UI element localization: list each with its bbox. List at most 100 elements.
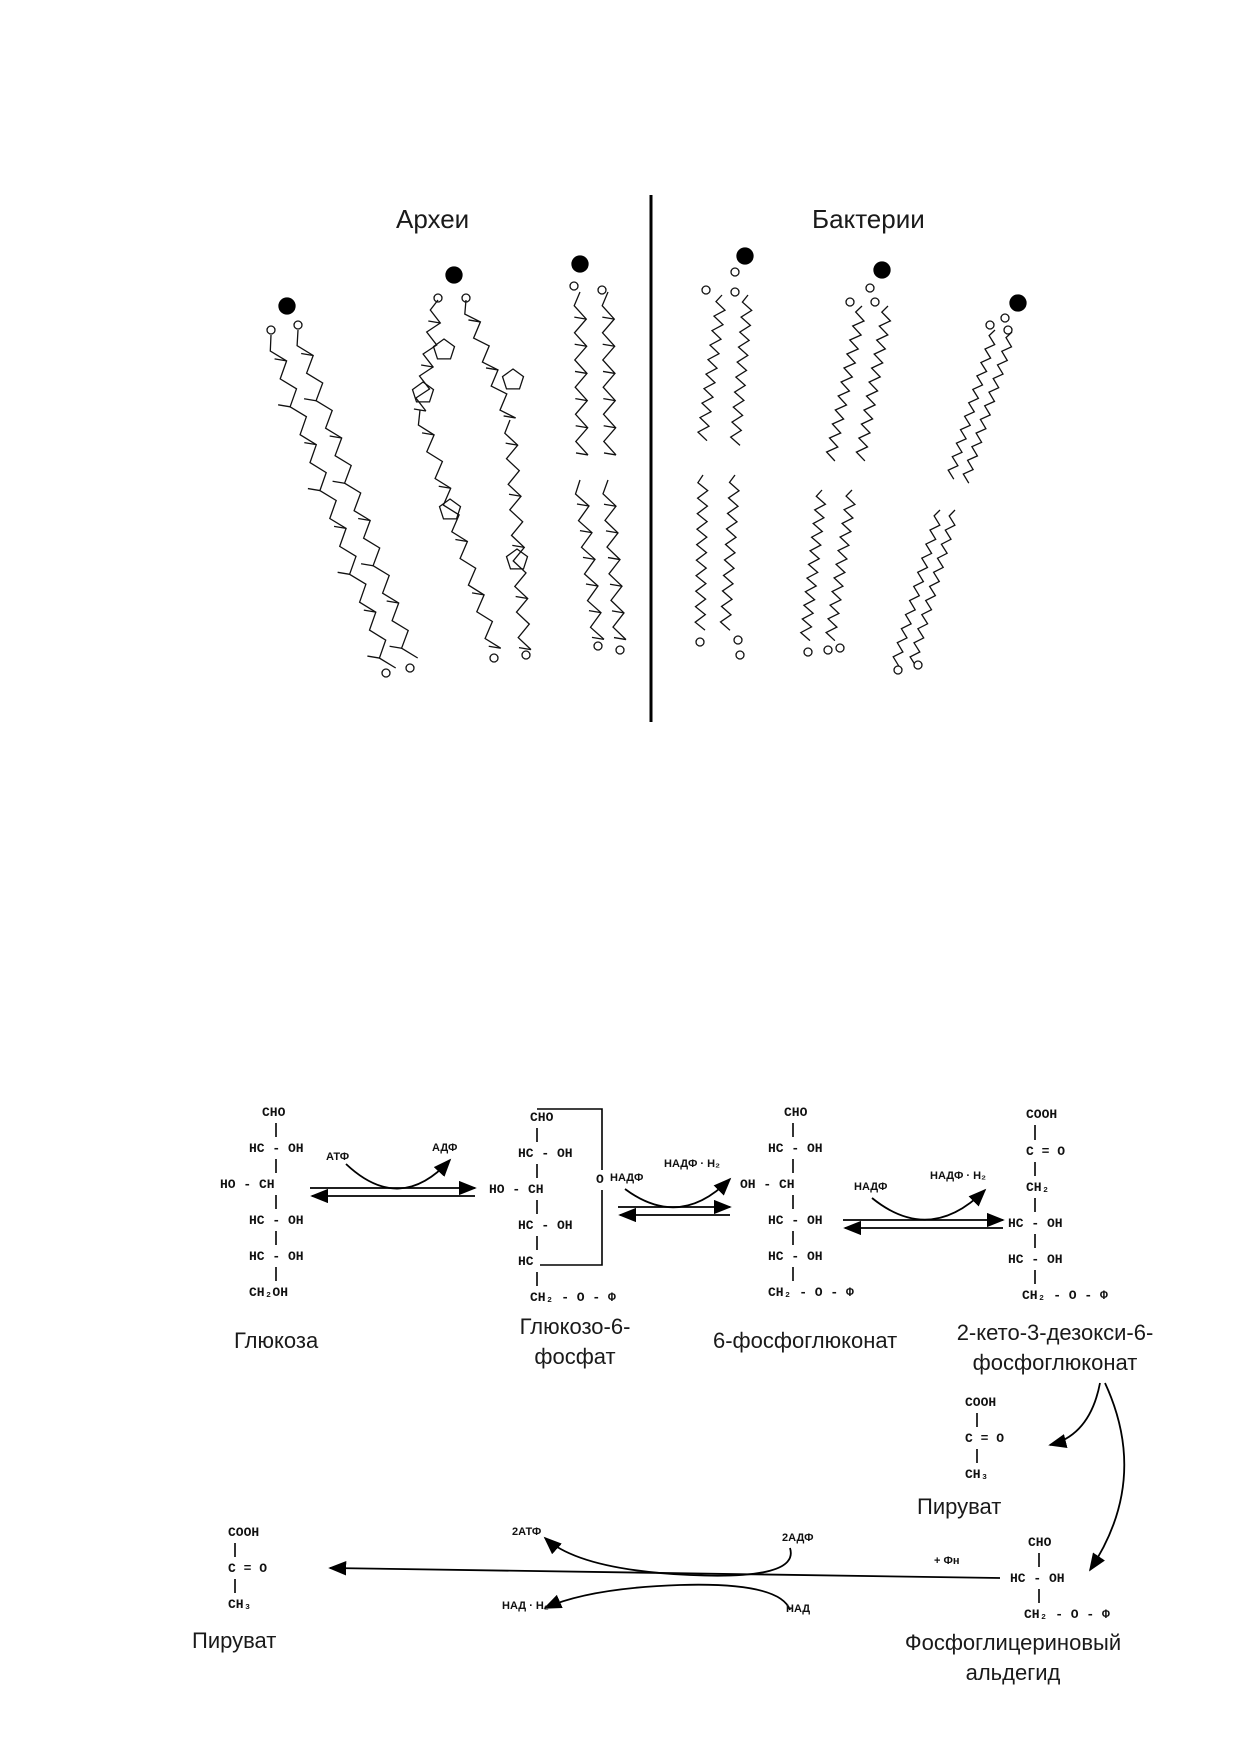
pyruvate1-line-3: CH₃: [965, 1467, 989, 1482]
archaea-lipid-3-chain-c-methyl: [591, 636, 605, 640]
g6p-line-5: HC: [518, 1254, 534, 1269]
kdpg-line-5: HC - OH: [1008, 1252, 1063, 1267]
archaea-lipid-3-o2: [597, 285, 607, 295]
bacteria-lipid-2-o3: [870, 297, 880, 307]
reaction-1-arrows: [310, 1158, 477, 1204]
bacteria-lipid-3-o1: [1000, 313, 1010, 323]
archaea-lipid-2-o1: [433, 293, 443, 303]
pg6-line-6: CH₂ - O - Ф: [768, 1285, 854, 1300]
pyruvate2-name: Пируват: [192, 1628, 277, 1653]
archaea-lipid-1-chain-b-methyl: [360, 563, 374, 567]
archaea-lipid-3-chain-b-methyl: [602, 370, 616, 375]
atp-arrow: [543, 1536, 792, 1577]
archaea-lipid-3-chain-b-methyl: [603, 452, 617, 456]
archaea-lipid-1-chain-b-methyl: [301, 352, 314, 357]
bacteria-lipid-1-chain-c: [694, 474, 709, 631]
pyruvate1-name: Пируват: [917, 1494, 1002, 1519]
archaea-lipid-3-chain-c: [574, 479, 605, 640]
archaea-lipid-1-chain-a-methyl: [304, 442, 317, 446]
archaea-lipid-2-chain-b-methyl: [503, 415, 516, 419]
archaea-lipid-2-ring-3: [501, 368, 525, 390]
glucose-line-2: HC - OH: [249, 1141, 304, 1156]
gap-line-2: HC - OH: [1010, 1571, 1065, 1586]
archaea-lipid-1-head: [278, 297, 296, 315]
glucose-line-3: HO - CH: [220, 1177, 275, 1192]
archaea-lipid-3-chain-d-methyl: [609, 583, 623, 587]
bacteria-lipid-1-o2: [701, 285, 711, 295]
cofactor-nadph-2: НАДФ · H₂: [930, 1170, 986, 1182]
archaea-lipid-2-chain-d-methyl: [508, 493, 522, 497]
archaea-lipid-1-o3: [381, 668, 391, 678]
bacteria-lipid-2-o4: [803, 647, 813, 657]
archaea-lipid-3-chain-c-methyl: [585, 583, 599, 587]
archaea-lipid-3-o1: [569, 281, 579, 291]
bacteria-lipid-2-chain-b: [855, 305, 892, 462]
glucose-name: Глюкоза: [234, 1328, 319, 1353]
archaea-heading: Археи: [396, 204, 470, 234]
bacteria-lipid-3-head: [1009, 294, 1027, 312]
bacteria-lipid-3-o2: [985, 320, 995, 330]
pyruvate2-line-2: C = O: [228, 1561, 268, 1576]
archaea-lipid-1-chain-b-methyl: [303, 398, 317, 402]
pg6-line-5: HC - OH: [768, 1249, 823, 1264]
pyruvate2-line-3: CH₃: [228, 1597, 252, 1612]
archaea-lipid-2-o4: [521, 650, 531, 660]
gap-line-3: CH₂ - O - Ф: [1024, 1607, 1110, 1622]
glucose-line-4: HC - OH: [249, 1213, 304, 1228]
split-arrow-gap: [1089, 1382, 1126, 1572]
pyruvate2-line-1: COOH: [228, 1525, 260, 1540]
g6p-line-1: CHO: [530, 1110, 554, 1125]
pg6-line-3: OH - CH: [740, 1177, 795, 1192]
archaea-lipid-1-chain-b-methyl: [329, 435, 342, 439]
glucose-line-5: HC - OH: [249, 1249, 304, 1264]
archaea-lipid-2-chain-b-methyl: [485, 367, 499, 371]
bacteria-lipid-3-o4: [893, 665, 903, 675]
cofactor-nadp-2: НАДФ: [854, 1181, 888, 1193]
reaction-2-arrows: [618, 1177, 732, 1223]
archaea-lipid-3-head: [571, 255, 589, 273]
archaea-lipid-2-ring-4: [438, 498, 462, 520]
ring-bracket: [537, 1108, 603, 1266]
bacteria-lipid-1-o3: [730, 287, 740, 297]
archaea-lipid-3-chain-b-methyl: [602, 316, 615, 320]
archaea-lipid-3-chain-a-methyl: [574, 316, 587, 320]
archaea-lipid-2-chain-c: [417, 409, 502, 649]
cofactor-pi: + Фн: [934, 1555, 960, 1567]
lipid-diagram: [266, 195, 1027, 722]
g6p-line-2: HC - OH: [518, 1146, 573, 1161]
bacteria-lipid-3-o5: [913, 660, 923, 670]
archaea-lipid-3-chain-b-methyl: [603, 397, 616, 402]
bacteria-lipid-3-chain-a: [947, 329, 996, 480]
kdpg-line-3: CH₂: [1026, 1180, 1050, 1195]
archaea-lipid-2-chain-a: [414, 299, 442, 412]
archaea-lipid-1-chain-a-methyl: [274, 358, 287, 362]
cofactor-adp: АДФ: [432, 1142, 458, 1154]
bacteria-lipid-1-chain-a: [696, 294, 727, 442]
bacteria-lipid-1-chain-b: [729, 294, 753, 446]
archaea-lipid-2-chain-d-methyl: [518, 646, 532, 651]
archaea-lipid-2-chain-c-methyl: [438, 485, 451, 489]
archaea-lipid-3-chain-d-methyl: [603, 503, 617, 507]
kdpg-name: 2-кето-3-дезокси-6- фосфоглюконат: [956, 1320, 1154, 1375]
archaea-lipid-1-chain-b-methyl: [386, 600, 399, 604]
bacteria-lipid-3-chain-b: [962, 331, 1013, 484]
bacteria-lipid-1-chain-d: [719, 474, 741, 631]
archaea-lipid-3-chain-d-methyl: [607, 556, 621, 561]
pyruvate1-line-1: COOH: [965, 1395, 997, 1410]
archaea-lipid-1-chain-b-methyl: [358, 517, 371, 522]
g6p-line-6: CH₂ - O - Ф: [530, 1290, 616, 1305]
kdpg-line-4: HC - OH: [1008, 1216, 1063, 1231]
archaea-lipid-2-chain-d-methyl: [515, 595, 528, 600]
pg6-line-1: CHO: [784, 1105, 808, 1120]
bacteria-lipid-2-o1: [865, 283, 875, 293]
cofactor-nadh: НАД · H₂: [502, 1600, 549, 1612]
bacteria-lipid-3-o3: [1003, 325, 1013, 335]
bacteria-lipid-2-chain-d: [824, 489, 857, 642]
kdpg-line-2: C = O: [1026, 1144, 1066, 1159]
glucose-line-1: CHO: [262, 1105, 286, 1120]
archaea-lipid-1-chain-a-methyl: [333, 525, 347, 530]
bacteria-lipid-2-o2: [845, 297, 855, 307]
pyruvate1-line-2: C = O: [965, 1431, 1005, 1446]
cofactor-2atp: 2АТФ: [512, 1526, 542, 1538]
